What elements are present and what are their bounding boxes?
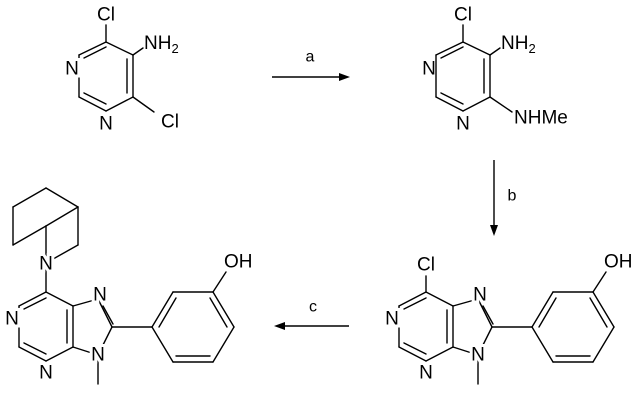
m3-bonds — [398, 271, 615, 385]
m3-oh-label: OH — [604, 252, 633, 273]
m1-bonds — [78, 24, 155, 113]
m1-n-bottom-label: N — [99, 114, 113, 135]
step-label-b: b — [508, 188, 517, 205]
m4-n3-label: N — [39, 363, 53, 384]
m4-bonds — [12, 187, 235, 385]
product-piperidinyl-purine-phenol: N N N N N OH — [2, 187, 253, 387]
m3-n9-label: N — [471, 345, 485, 366]
reaction-arrow-a: a — [272, 49, 350, 81]
m1-cl-top-label: Cl — [97, 5, 115, 26]
m2-nh2-label: NH2 — [501, 33, 536, 56]
m1-nh2-label: NH2 — [144, 33, 179, 56]
m1-n-left-label: N — [65, 59, 79, 80]
intermediate-chloro-methylamino-pyrimidine: Cl NH2 N N NHMe — [422, 5, 568, 135]
m3-n7-label: N — [473, 285, 487, 306]
m4-n7-label: N — [93, 285, 107, 306]
reaction-arrow-c: c — [274, 299, 349, 330]
m2-n-left-label: N — [422, 59, 436, 80]
starting-material-dichloropyrimidine-amine: Cl NH2 N N Cl — [62, 5, 179, 138]
m4-n1-label: N — [5, 309, 19, 330]
m3-cl-label: Cl — [417, 255, 435, 276]
m2-nhme-label: NHMe — [514, 108, 568, 129]
m1-cl-bottom-label: Cl — [161, 112, 179, 133]
m3-n3-label: N — [419, 363, 433, 384]
m3-n1-label: N — [385, 309, 399, 330]
m2-cl-top-label: Cl — [454, 5, 472, 26]
step-label-a: a — [306, 49, 315, 66]
m4-n-piperidine-label: N — [39, 254, 53, 275]
m4-n9-label: N — [91, 345, 105, 366]
m2-bonds — [435, 24, 513, 113]
intermediate-chloropurine-phenol: Cl N N N N OH — [382, 252, 633, 387]
m4-oh-label: OH — [224, 252, 253, 273]
step-label-c: c — [309, 299, 317, 316]
reaction-arrow-b: b — [490, 160, 517, 236]
m2-n-bottom-label: N — [456, 114, 470, 135]
